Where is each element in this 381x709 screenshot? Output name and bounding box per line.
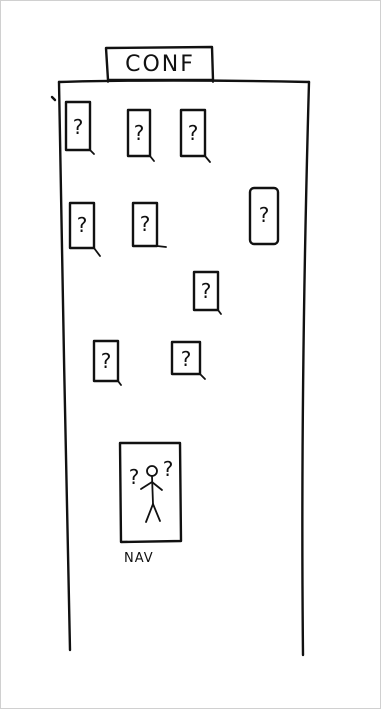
main-door-question-left: ? [129,465,140,489]
door[interactable]: ? [194,272,221,314]
door-question-mark: ? [181,347,192,371]
door-question-mark: ? [77,213,88,237]
door[interactable]: ? [172,342,205,379]
main-door-question-right: ? [163,457,174,481]
conf-sign-label: CONF [125,52,195,77]
door[interactable]: ? [128,110,154,161]
door-question-mark: ? [188,121,199,145]
main-door[interactable]: ? ? [120,443,181,542]
door[interactable]: ? [250,188,278,244]
door[interactable]: ? [94,341,121,385]
door-question-mark: ? [134,121,145,145]
door[interactable]: ? [133,203,166,247]
door-question-mark: ? [201,279,212,303]
door-question-mark: ? [73,115,84,139]
main-door-caption: NAV [124,551,154,566]
door[interactable]: ? [66,102,94,154]
conf-sign: CONF [106,47,213,82]
door[interactable]: ? [181,110,210,162]
door-question-mark: ? [259,203,270,227]
stick-figure-icon [141,466,162,522]
door[interactable]: ? [70,203,100,256]
door-question-mark: ? [101,349,112,373]
door-question-mark: ? [140,212,151,236]
